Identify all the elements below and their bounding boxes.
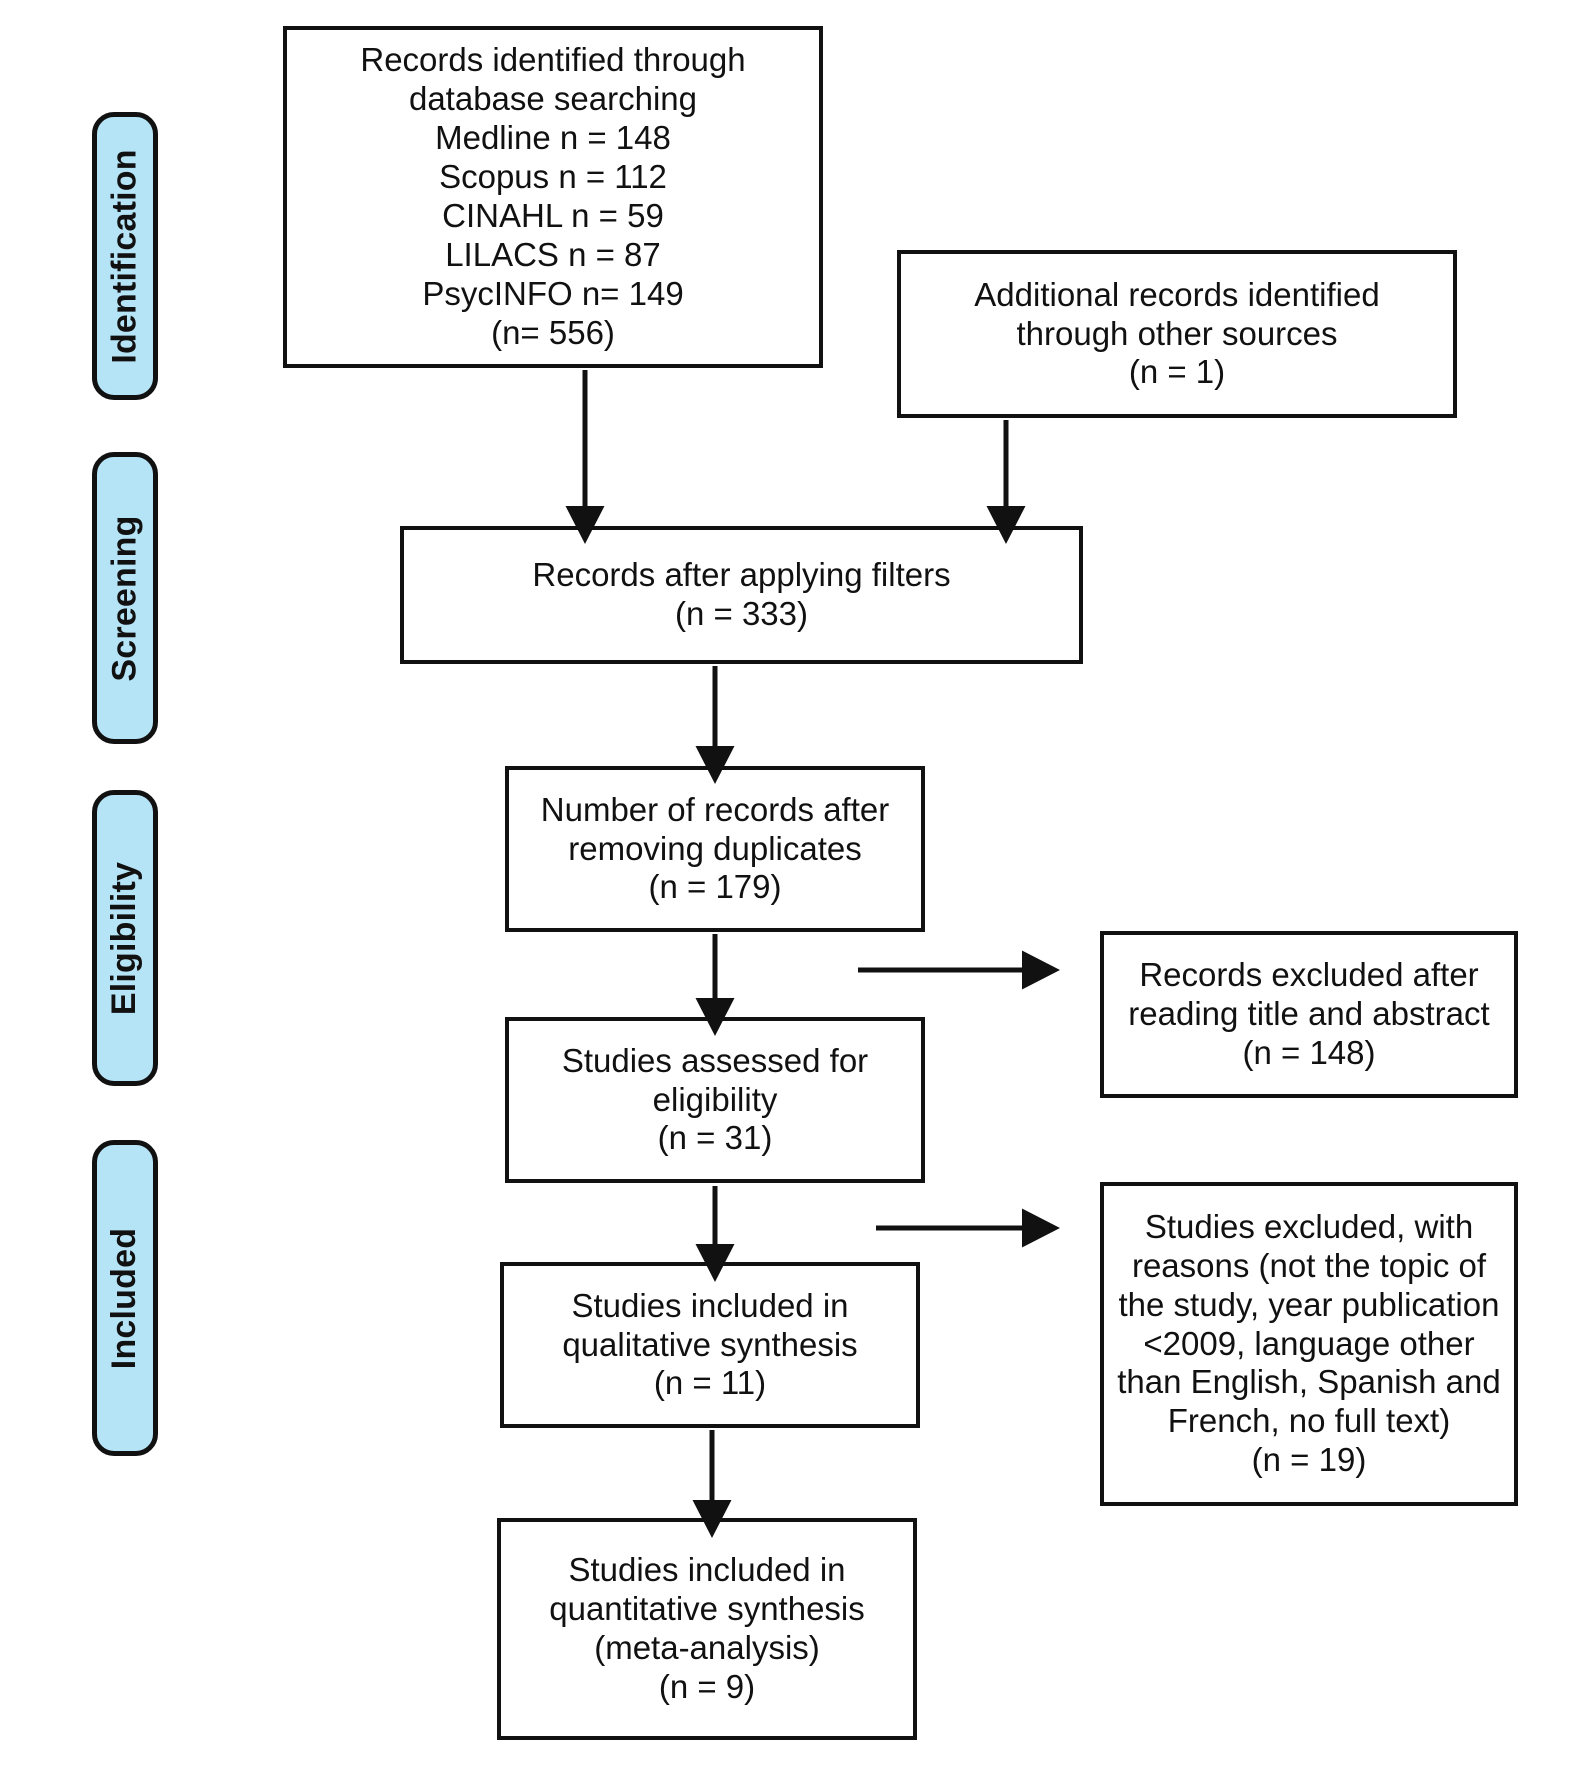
box-studies-assessed-line-1: Studies assessed for — [561, 1041, 869, 1079]
box-records-after-duplicates: Number of records after removing duplica… — [505, 766, 925, 932]
box-records-after-filters-line-1: Records after applying filters — [532, 556, 951, 594]
stage-chip-screening-label: Screening — [105, 514, 144, 682]
box-additional-records: Additional records identified through ot… — [897, 250, 1457, 418]
box-studies-excluded-reasons-line-6: French, no full text) — [1167, 1402, 1451, 1440]
box-records-after-duplicates-line-3: (n = 179) — [648, 868, 782, 906]
box-studies-assessed-line-2: eligibility — [652, 1080, 778, 1118]
box-records-identified-line-3: Medline n = 148 — [435, 119, 671, 157]
box-records-after-duplicates-line-2: removing duplicates — [568, 829, 862, 867]
box-records-excluded-title-abstract-line-2: reading title and abstract — [1128, 995, 1490, 1033]
stage-chip-eligibility-label: Eligibility — [105, 861, 144, 1015]
box-records-after-filters-line-2: (n = 333) — [675, 595, 808, 632]
box-studies-excluded-reasons-line-4: <2009, language other — [1143, 1324, 1475, 1362]
box-quantitative-synthesis-line-4: (n = 9) — [658, 1667, 756, 1705]
stage-chip-included: Included — [92, 1140, 158, 1456]
box-studies-excluded-reasons-line-3: the study, year publication — [1118, 1285, 1500, 1323]
box-studies-excluded-reasons-line-2: reasons (not the topic of — [1131, 1246, 1487, 1284]
stage-chip-included-label: Included — [105, 1227, 144, 1369]
box-records-identified-line-5: CINAHL n = 59 — [442, 197, 664, 234]
box-records-excluded-title-abstract: Records excluded after reading title and… — [1100, 931, 1518, 1098]
box-qualitative-synthesis: Studies included in qualitative synthesi… — [500, 1262, 920, 1428]
box-quantitative-synthesis-line-3: (meta-analysis) — [594, 1629, 820, 1666]
box-qualitative-synthesis-line-3: (n = 11) — [653, 1364, 767, 1402]
box-studies-excluded-reasons-line-1: Studies excluded, with — [1144, 1207, 1474, 1245]
box-quantitative-synthesis-line-1: Studies included in — [568, 1551, 846, 1589]
stage-chip-screening: Screening — [92, 452, 158, 744]
box-records-identified-line-8: (n= 556) — [491, 313, 615, 351]
box-quantitative-synthesis: Studies included in quantitative synthes… — [497, 1518, 917, 1740]
box-records-identified-line-1: Records identified through — [360, 41, 746, 79]
box-additional-records-line-2: through other sources — [1016, 314, 1338, 352]
box-qualitative-synthesis-line-1: Studies included in — [571, 1286, 849, 1324]
stage-chip-identification: Identification — [92, 112, 158, 400]
stage-chip-eligibility: Eligibility — [92, 790, 158, 1086]
box-additional-records-line-3: (n = 1) — [1128, 353, 1226, 391]
box-records-identified-line-2: database searching — [408, 80, 698, 118]
box-additional-records-line-1: Additional records identified — [974, 275, 1380, 313]
box-records-identified-line-7: PsycINFO n= 149 — [422, 274, 684, 312]
box-records-identified-line-4: Scopus n = 112 — [439, 158, 667, 196]
box-studies-assessed-line-3: (n = 31) — [657, 1119, 773, 1157]
box-records-after-filters: Records after applying filters (n = 333) — [400, 526, 1083, 664]
box-qualitative-synthesis-line-2: qualitative synthesis — [562, 1325, 858, 1363]
box-records-identified: Records identified through database sear… — [283, 26, 823, 368]
box-studies-assessed: Studies assessed for eligibility (n = 31… — [505, 1017, 925, 1183]
box-quantitative-synthesis-line-2: quantitative synthesis — [549, 1590, 865, 1628]
stage-chip-identification-label: Identification — [105, 148, 144, 364]
box-records-excluded-title-abstract-line-3: (n = 148) — [1242, 1033, 1376, 1071]
box-studies-excluded-reasons-line-7: (n = 19) — [1251, 1441, 1367, 1479]
box-records-identified-line-6: LILACS n = 87 — [445, 235, 661, 273]
box-records-after-duplicates-line-1: Number of records after — [540, 790, 890, 828]
box-studies-excluded-reasons: Studies excluded, with reasons (not the … — [1100, 1182, 1518, 1506]
box-records-excluded-title-abstract-line-1: Records excluded after — [1139, 956, 1479, 994]
box-studies-excluded-reasons-line-5: than English, Spanish and — [1117, 1363, 1501, 1401]
